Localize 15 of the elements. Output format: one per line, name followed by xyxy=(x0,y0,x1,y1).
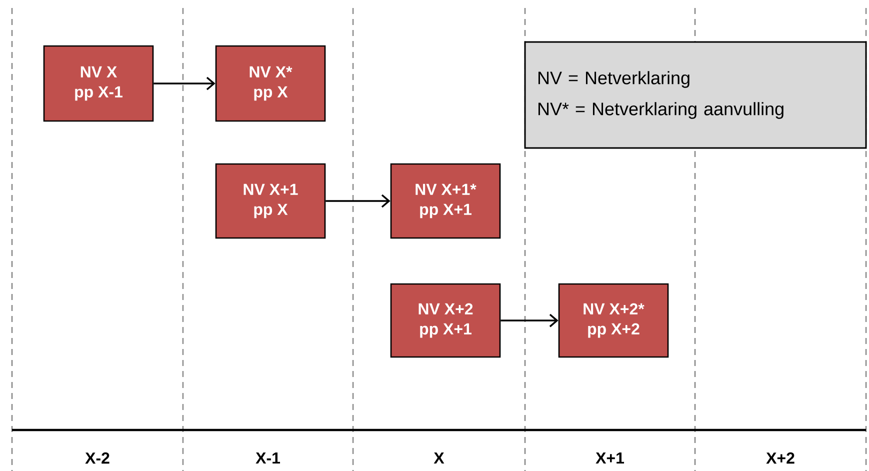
column-label: X+1 xyxy=(596,452,624,464)
process-box: NV X+2 pp X+1 xyxy=(390,283,501,358)
process-box: NV X* pp X xyxy=(215,45,326,122)
process-box: NV X+2* pp X+2 xyxy=(558,283,669,358)
column-label: X+2 xyxy=(766,452,794,464)
column-label: X-1 xyxy=(256,452,280,464)
legend-box: NV = Netverklaring NV* = Netverklaring aanvulling xyxy=(524,41,867,149)
arrow xyxy=(500,314,558,328)
arrow xyxy=(326,194,390,208)
process-box: NV X pp X-1 xyxy=(43,45,154,122)
arrow xyxy=(154,76,216,90)
column-label: X-2 xyxy=(85,452,110,464)
process-box: NV X+1* pp X+1 xyxy=(390,163,501,239)
process-box: NV X+1 pp X xyxy=(215,163,326,239)
column-label: X xyxy=(434,452,444,464)
